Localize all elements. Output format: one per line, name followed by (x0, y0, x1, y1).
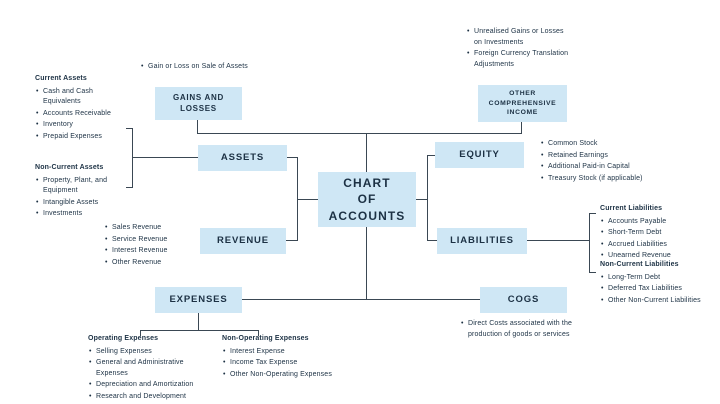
node-chart-of-accounts: CHART OF ACCOUNTS (318, 172, 416, 227)
node-revenue: REVENUE (200, 228, 286, 254)
connector-line (427, 240, 437, 241)
connector-line (297, 199, 318, 200)
list-item: Investments (35, 209, 127, 220)
connector-line (521, 122, 522, 133)
node-cogs: COGS (480, 287, 567, 313)
list-item: Additional Paid-in Capital (540, 162, 680, 173)
list-item: Inventory (35, 120, 123, 131)
list-item: Gain or Loss on Sale of Assets (140, 62, 270, 73)
connector-line (366, 133, 367, 172)
list-item: Foreign Currency Translation Adjustments (466, 49, 570, 70)
list-item: General and Administrative Expenses (88, 358, 216, 379)
connector-line (427, 155, 428, 241)
list-item: Property, Plant, and Equipment (35, 176, 127, 197)
list-item: Unearned Revenue (600, 251, 712, 262)
list-item: Depreciation and Amortization (88, 380, 216, 391)
connector-line (197, 133, 522, 134)
list-non-operating-expenses: Non-Operating Expenses Interest Expense … (222, 334, 362, 381)
list-revenue: Sales Revenue Service Revenue Interest R… (104, 223, 194, 269)
connector-line (589, 213, 596, 214)
list-item: Accounts Payable (600, 217, 712, 228)
list-item: Research and Development (88, 392, 216, 403)
list-heading: Current Assets (35, 75, 87, 82)
list-current-assets: Current Assets Cash and Cash Equivalents… (35, 74, 123, 143)
node-assets: ASSETS (198, 145, 287, 171)
list-item: Accrued Liabilities (600, 240, 712, 251)
list-heading: Non-Current Liabilities (600, 261, 679, 268)
list-item: Prepaid Expenses (35, 132, 123, 143)
list-item: Cash and Cash Equivalents (35, 87, 123, 108)
list-item: Accounts Receivable (35, 109, 123, 120)
list-item: Sales Revenue (104, 223, 194, 234)
list-item: Short-Term Debt (600, 228, 712, 239)
connector-line (416, 199, 427, 200)
connector-line (527, 240, 590, 241)
connector-line (366, 227, 367, 300)
list-item: Other Revenue (104, 258, 194, 269)
connector-line (132, 128, 133, 188)
list-item: Other Non-Current Liabilities (600, 296, 708, 307)
connector-line (242, 299, 480, 300)
connector-line (589, 213, 590, 273)
node-equity: EQUITY (435, 142, 524, 168)
list-item: Retained Earnings (540, 151, 680, 162)
connector-line (126, 187, 133, 188)
connector-line (140, 330, 141, 336)
list-gains-losses: Gain or Loss on Sale of Assets (140, 62, 270, 74)
list-cogs: Direct Costs associated with the product… (460, 319, 586, 341)
list-item: Income Tax Expense (222, 358, 362, 369)
list-current-liabilities: Current Liabilities Accounts Payable Sho… (600, 204, 712, 263)
list-non-current-assets: Non-Current Assets Property, Plant, and … (35, 163, 127, 221)
connector-line (198, 313, 199, 330)
list-item: Service Revenue (104, 235, 194, 246)
list-heading: Current Liabilities (600, 205, 663, 212)
list-item: Direct Costs associated with the product… (460, 319, 586, 340)
list-item: Selling Expenses (88, 347, 216, 358)
list-non-current-liabilities: Non-Current Liabilities Long-Term Debt D… (600, 260, 708, 307)
node-expenses: EXPENSES (155, 287, 242, 313)
node-liabilities: LIABILITIES (437, 228, 527, 254)
list-item: Interest Expense (222, 347, 362, 358)
list-heading: Non-Operating Expenses (222, 335, 309, 342)
list-equity: Common Stock Retained Earnings Additiona… (540, 139, 680, 185)
list-oci: Unrealised Gains or Losses on Investment… (466, 27, 570, 71)
connector-line (286, 157, 297, 158)
list-item: Intangible Assets (35, 198, 127, 209)
connector-line (286, 240, 297, 241)
node-other-comprehensive-income: OTHER COMPREHENSIVE INCOME (478, 85, 567, 122)
list-operating-expenses: Operating Expenses Selling Expenses Gene… (88, 334, 216, 403)
list-item: Unrealised Gains or Losses on Investment… (466, 27, 570, 48)
connector-line (427, 155, 435, 156)
list-item: Other Non-Operating Expenses (222, 370, 362, 381)
connector-line (589, 272, 596, 273)
list-heading: Non-Current Assets (35, 164, 104, 171)
list-heading: Operating Expenses (88, 335, 159, 342)
list-item: Long-Term Debt (600, 273, 708, 284)
list-item: Common Stock (540, 139, 680, 150)
connector-line (126, 128, 133, 129)
list-item: Interest Revenue (104, 246, 194, 257)
connector-line (132, 157, 198, 158)
connector-line (197, 120, 198, 133)
connector-line (258, 330, 259, 336)
node-gains-and-losses: GAINS AND LOSSES (155, 87, 242, 120)
list-item: Treasury Stock (if applicable) (540, 174, 680, 185)
connector-line (140, 330, 259, 331)
list-item: Deferred Tax Liabilities (600, 284, 708, 295)
